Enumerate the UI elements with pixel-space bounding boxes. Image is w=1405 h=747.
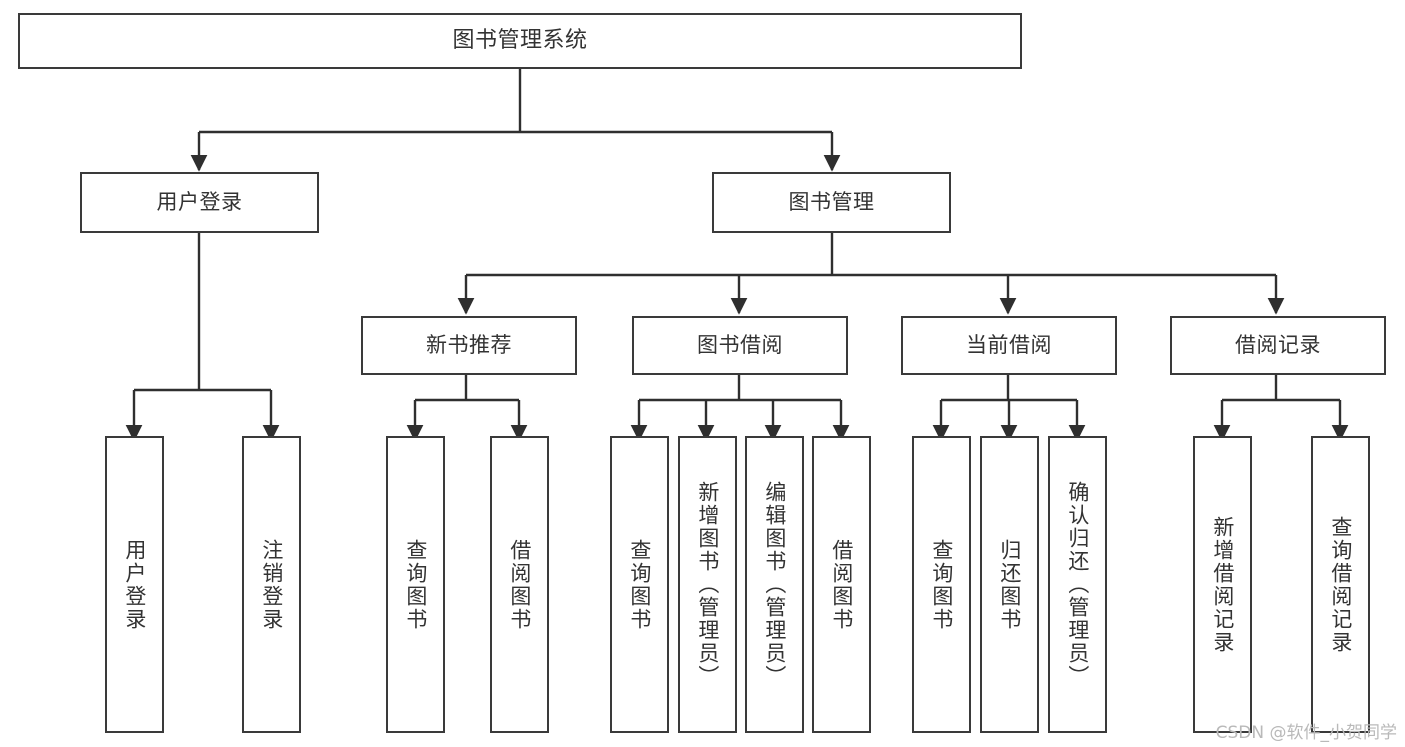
node-borrow-record[interactable]: 借阅记录 — [1170, 316, 1386, 375]
leaf-borrow-book-2[interactable]: 借阅图书 — [812, 436, 871, 733]
leaf-confirm-return-admin[interactable]: 确认归还（管理员） — [1048, 436, 1107, 733]
leaf-borrow-book-2-label: 借阅图书 — [829, 538, 854, 631]
leaf-add-borrow-record[interactable]: 新增借阅记录 — [1193, 436, 1252, 733]
node-new-book-recommend-label: 新书推荐 — [426, 332, 512, 357]
node-book-management-label: 图书管理 — [788, 189, 875, 214]
leaf-add-book-admin[interactable]: 新增图书（管理员） — [678, 436, 737, 733]
node-book-borrow-label: 图书借阅 — [697, 332, 783, 357]
leaf-edit-book-admin[interactable]: 编辑图书（管理员） — [745, 436, 804, 733]
leaf-confirm-return-admin-label: 确认归还（管理员） — [1065, 481, 1090, 688]
leaf-query-borrow-record-label: 查询借阅记录 — [1328, 515, 1353, 654]
leaf-query-book-2[interactable]: 查询图书 — [610, 436, 669, 733]
leaf-borrow-book-1[interactable]: 借阅图书 — [490, 436, 549, 733]
leaf-logout-label: 注销登录 — [259, 538, 284, 631]
node-book-management[interactable]: 图书管理 — [712, 172, 951, 233]
leaf-return-book-label: 归还图书 — [997, 538, 1022, 631]
leaf-user-login[interactable]: 用户登录 — [105, 436, 164, 733]
csdn-watermark: CSDN @软件_小贺同学 — [1215, 723, 1397, 743]
leaf-query-book-3[interactable]: 查询图书 — [912, 436, 971, 733]
leaf-add-book-admin-label: 新增图书（管理员） — [695, 481, 720, 688]
leaf-user-login-label: 用户登录 — [122, 538, 147, 631]
leaf-edit-book-admin-label: 编辑图书（管理员） — [762, 481, 787, 688]
node-user-login-label: 用户登录 — [156, 189, 243, 214]
leaf-query-borrow-record[interactable]: 查询借阅记录 — [1311, 436, 1370, 733]
node-root-label: 图书管理系统 — [452, 27, 588, 53]
node-current-borrow[interactable]: 当前借阅 — [901, 316, 1117, 375]
node-borrow-record-label: 借阅记录 — [1235, 332, 1321, 357]
leaf-query-book-2-label: 查询图书 — [627, 538, 652, 631]
node-user-login[interactable]: 用户登录 — [80, 172, 319, 233]
node-root[interactable]: 图书管理系统 — [18, 13, 1022, 69]
leaf-borrow-book-1-label: 借阅图书 — [507, 538, 532, 631]
leaf-logout[interactable]: 注销登录 — [242, 436, 301, 733]
leaf-query-book-1[interactable]: 查询图书 — [386, 436, 445, 733]
node-new-book-recommend[interactable]: 新书推荐 — [361, 316, 577, 375]
node-book-borrow[interactable]: 图书借阅 — [632, 316, 848, 375]
leaf-return-book[interactable]: 归还图书 — [980, 436, 1039, 733]
leaf-add-borrow-record-label: 新增借阅记录 — [1210, 515, 1235, 654]
leaf-query-book-1-label: 查询图书 — [403, 538, 428, 631]
leaf-query-book-3-label: 查询图书 — [929, 538, 954, 631]
node-current-borrow-label: 当前借阅 — [966, 332, 1052, 357]
